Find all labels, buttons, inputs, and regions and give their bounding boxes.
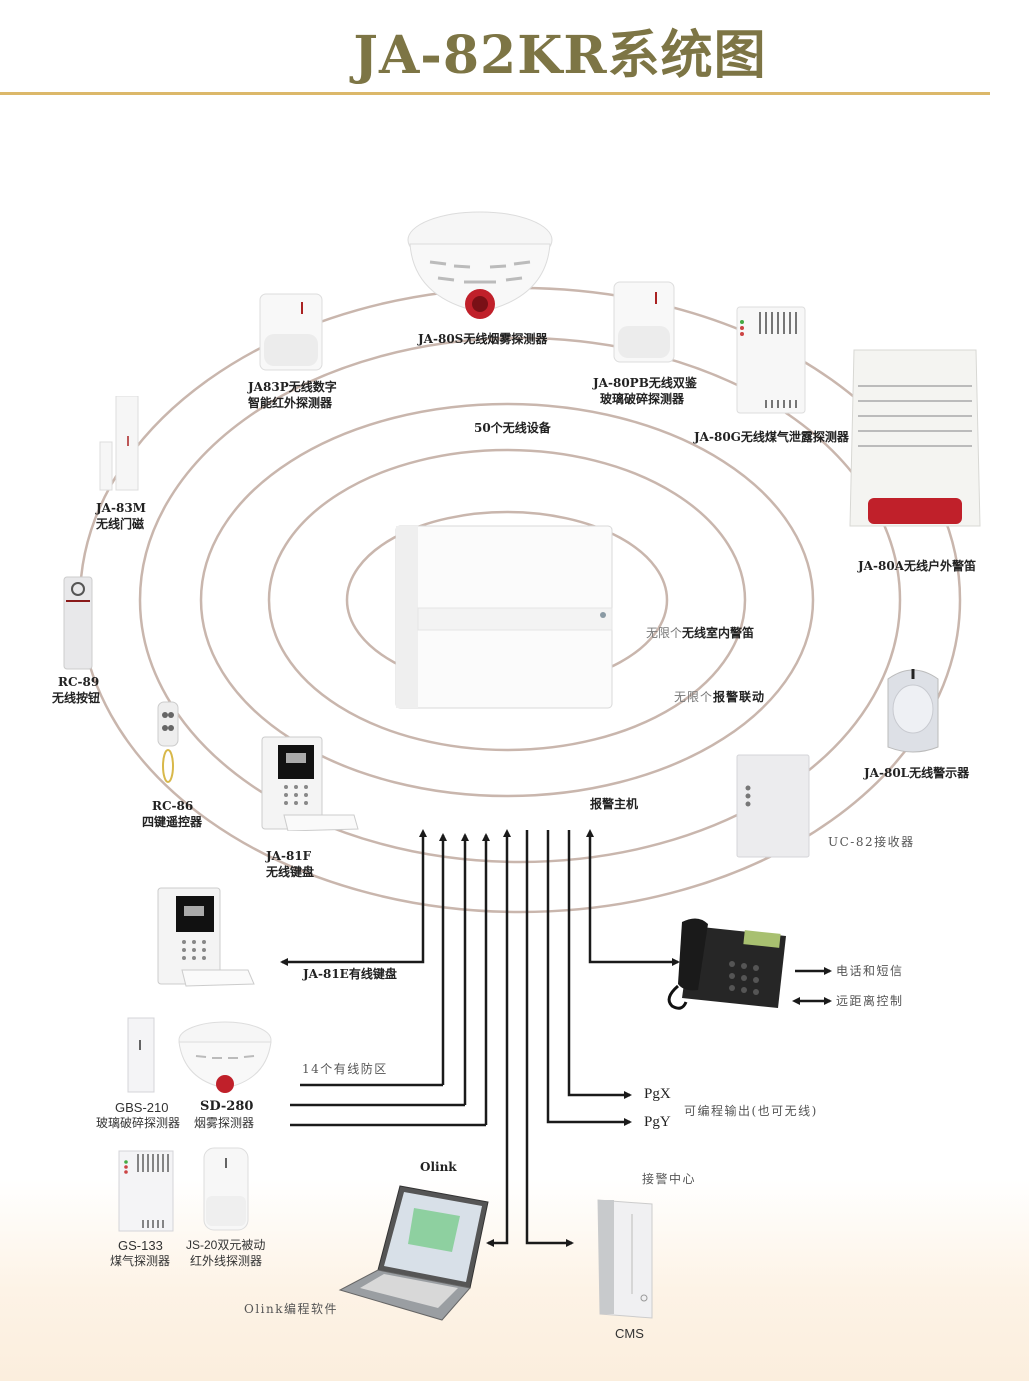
- ring-3: [199, 402, 815, 798]
- label-ja81f-line2: 无线键盘: [266, 865, 315, 879]
- smoke-detector-icon: [176, 1018, 274, 1096]
- label-gbs210-line1: GBS-210: [115, 1100, 169, 1115]
- pc-tower-icon: [596, 1198, 654, 1320]
- pir-detector-icon: [202, 1146, 250, 1232]
- glass-break-detector-icon: [126, 1016, 156, 1094]
- arrow-wired-keypad: [280, 829, 427, 966]
- laptop-icon: [338, 1178, 490, 1322]
- control-panel-icon: [392, 522, 618, 712]
- label-rc86-line1: RC-86: [152, 799, 194, 813]
- label-ring-wireless-devices: 50个无线设备: [474, 421, 551, 435]
- label-indoor-sirens: 无限个无线室内警笛: [646, 626, 754, 641]
- receiver-icon: [735, 753, 811, 859]
- label-indoor-sirens-prefix: 无限个: [646, 626, 683, 640]
- panic-button-icon: [62, 575, 94, 671]
- keyfob-icon: [154, 700, 182, 790]
- arrow-pgy: [546, 830, 632, 1126]
- arrow-pgx: [567, 830, 632, 1099]
- gas-detector-icon: [736, 306, 806, 414]
- label-ja81e: JA-81E有线键盘: [303, 967, 397, 981]
- label-js20-line2: 红外线探测器: [190, 1254, 263, 1268]
- label-ja80l: JA-80L无线警示器: [864, 766, 970, 780]
- wired-keypad-icon: [156, 886, 256, 990]
- label-sd280-line1: SD-280: [200, 1099, 254, 1114]
- label-programmable-outputs: 可编程输出(也可无线): [684, 1104, 818, 1118]
- label-ja80a: JA-80A无线户外警笛: [858, 559, 976, 573]
- label-olink-title: Olink: [420, 1160, 457, 1174]
- ring-4: [138, 336, 902, 864]
- label-cms: CMS: [615, 1326, 644, 1341]
- label-alarm-links-text: 报警联动: [713, 690, 766, 704]
- label-ja81f-line1: JA-81F: [266, 849, 312, 863]
- label-phone-sms: 电话和短信: [836, 964, 904, 978]
- label-ja83p-line1: JA83P无线数字: [248, 380, 337, 394]
- wiring-arrows: [280, 829, 832, 1247]
- label-ja80pb-line1: JA-80PB无线双鉴: [593, 376, 697, 390]
- door-contact-icon: [98, 395, 142, 492]
- page-title: JA-82KR系统图: [353, 25, 767, 86]
- label-rc89-line1: RC-89: [58, 675, 100, 689]
- glass-break-detector-icon: [612, 280, 676, 364]
- label-gs133-line1: GS-133: [118, 1238, 163, 1253]
- arrow-phone: [586, 829, 680, 966]
- label-alarm-links: 无限个报警联动: [674, 690, 765, 705]
- label-rc86-line2: 四键遥控器: [142, 815, 203, 829]
- label-alarm-links-prefix: 无限个: [674, 690, 714, 704]
- label-sd280-line2: 烟雾探测器: [194, 1116, 255, 1130]
- arrow-laptop: [486, 829, 511, 1247]
- telephone-icon: [662, 912, 794, 1016]
- label-ja83m-line1: JA-83M: [96, 501, 146, 515]
- label-js20-line1: JS-20双元被动: [186, 1238, 266, 1252]
- label-ja83p-line2: 智能红外探测器: [248, 396, 333, 410]
- label-pgy: PgY: [644, 1114, 671, 1130]
- label-ja80pb-line2: 玻璃破碎探测器: [600, 392, 685, 406]
- label-ja83m-line2: 无线门磁: [96, 517, 145, 531]
- title-divider: [0, 92, 990, 95]
- label-remote-control: 远距离控制: [836, 994, 904, 1008]
- label-main-unit: 报警主机: [590, 797, 639, 811]
- indicator-icon: [882, 665, 944, 755]
- outdoor-siren-icon: [848, 346, 982, 534]
- label-indoor-sirens-text: 无线室内警笛: [682, 626, 755, 640]
- label-cms-title: 接警中心: [642, 1172, 697, 1186]
- label-gbs210-line2: 玻璃破碎探测器: [96, 1116, 181, 1130]
- label-ja80s: JA-80S无线烟雾探测器: [418, 332, 548, 346]
- ring-2: [267, 448, 747, 752]
- pir-detector-icon: [258, 292, 324, 372]
- label-gs133-line2: 煤气探测器: [110, 1254, 171, 1268]
- label-uc82: UC-82接收器: [828, 835, 915, 849]
- label-olink-software: Olink编程软件: [244, 1302, 339, 1316]
- smoke-detector-icon: [400, 200, 560, 330]
- label-ja80g: JA-80G无线煤气泄露探测器: [694, 430, 849, 444]
- label-pgx: PgX: [644, 1086, 671, 1102]
- label-wired-zones: 14个有线防区: [302, 1062, 388, 1076]
- label-rc89-line2: 无线按钮: [52, 691, 101, 705]
- gas-detector-icon: [118, 1150, 174, 1232]
- arrow-cms: [525, 830, 574, 1247]
- wireless-keypad-icon: [260, 735, 360, 832]
